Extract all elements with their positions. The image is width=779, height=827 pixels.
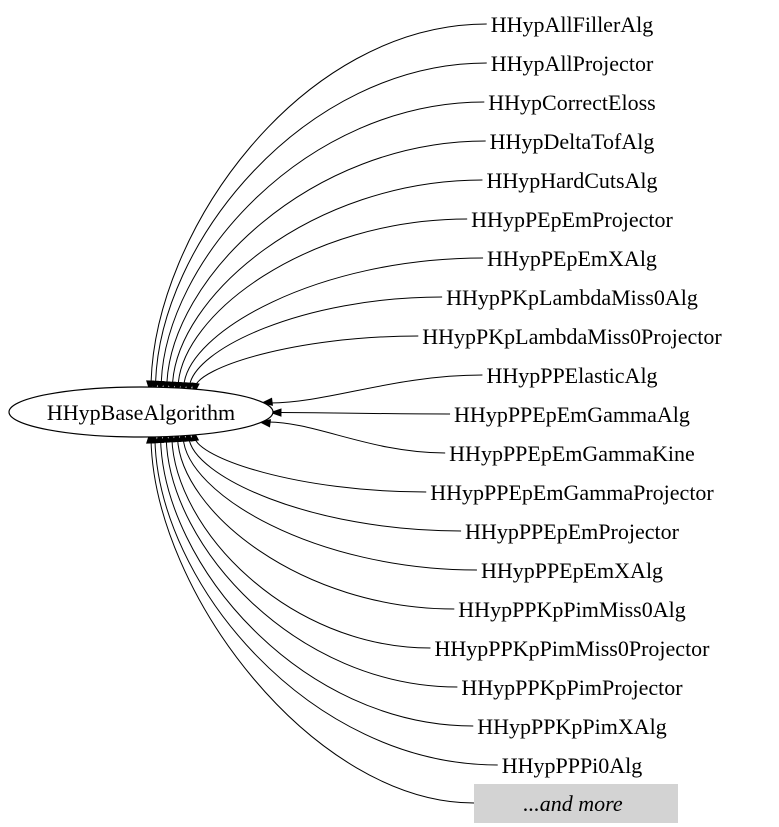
inheritance-edge (176, 437, 455, 610)
base-class-label: HHypBaseAlgorithm (47, 400, 235, 425)
derived-nodes-group: HHypAllFillerAlgHHypAllProjectorHHypCorr… (422, 12, 722, 778)
inheritance-edge (270, 374, 483, 404)
derived-class-label[interactable]: HHypPPPi0Alg (502, 753, 643, 778)
derived-class-label[interactable]: HHypPEpEmXAlg (487, 246, 657, 271)
and-more-box (474, 784, 678, 823)
derived-class-label[interactable]: HHypPPEpEmGammaKine (449, 441, 695, 466)
inheritance-edge (165, 438, 458, 688)
inheritance-edge (171, 437, 431, 649)
derived-class-label[interactable]: HHypPPEpEmGammaAlg (454, 402, 690, 427)
arrowhead (146, 431, 155, 444)
inheritance-edge (150, 438, 475, 804)
inheritance-edge (268, 421, 446, 454)
arrowhead (156, 380, 165, 394)
derived-class-label[interactable]: HHypAllProjector (491, 51, 654, 76)
inheritance-edge (188, 296, 443, 388)
inheritance-edge (154, 438, 498, 766)
inheritance-edge (160, 101, 485, 386)
inheritance-edge (182, 437, 477, 571)
derived-class-label[interactable]: HHypPPKpPimMiss0Projector (434, 636, 710, 661)
base-class-ellipse (8, 386, 274, 438)
derived-class-label[interactable]: HHypPKpLambdaMiss0Projector (422, 324, 722, 349)
derived-class-label[interactable]: HHypPPEpEmGammaProjector (430, 480, 714, 505)
derived-class-label[interactable]: HHypPPEpEmXAlg (481, 558, 663, 583)
derived-class-label[interactable]: HHypPPKpPimProjector (461, 675, 683, 700)
derived-class-label[interactable]: HHypAllFillerAlg (491, 12, 654, 37)
derived-class-label[interactable]: HHypHardCutsAlg (486, 168, 657, 193)
inheritance-edge (278, 412, 451, 415)
derived-class-label[interactable]: HHypPPElasticAlg (486, 363, 657, 388)
derived-class-label[interactable]: HHypPPEpEmProjector (465, 519, 680, 544)
base-class-node[interactable]: HHypBaseAlgorithm (8, 386, 274, 438)
inheritance-edge (194, 335, 419, 388)
inheritance-edge (150, 23, 487, 386)
and-more-label: ...and more (523, 791, 623, 816)
derived-class-label[interactable]: HHypCorrectEloss (488, 90, 655, 115)
inheritance-edge (166, 140, 486, 386)
inheritance-edge (193, 436, 427, 493)
derived-class-label[interactable]: HHypDeltaTofAlg (490, 129, 655, 154)
inheritance-edge (160, 438, 474, 727)
derived-class-label[interactable]: HHypPPKpPimMiss0Alg (458, 597, 685, 622)
arrowhead (150, 380, 159, 393)
arrowhead (155, 430, 165, 444)
and-more-node[interactable]: ...and more (474, 784, 678, 823)
edges-group (146, 23, 498, 804)
derived-class-label[interactable]: HHypPKpLambdaMiss0Alg (446, 285, 698, 310)
inheritance-edge (177, 218, 468, 387)
inheritance-edge (188, 436, 462, 532)
derived-class-label[interactable]: HHypPPKpPimXAlg (477, 714, 666, 739)
inheritance-edge (183, 257, 484, 387)
inheritance-edge (171, 179, 483, 387)
arrowhead (269, 408, 282, 417)
derived-class-label[interactable]: HHypPEpEmProjector (471, 207, 673, 232)
inheritance-edge (154, 62, 487, 386)
